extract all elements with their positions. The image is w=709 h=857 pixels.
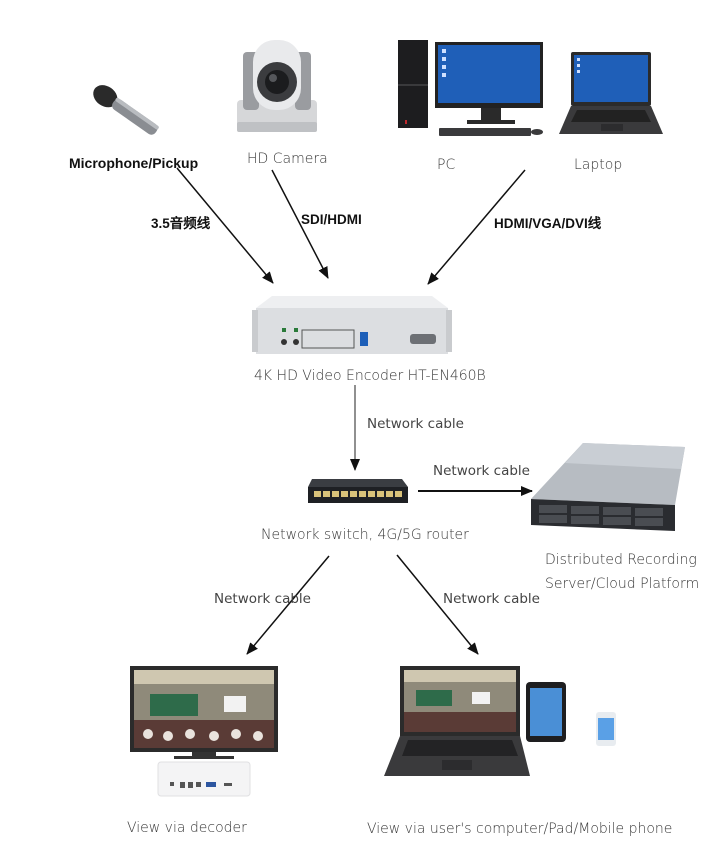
desktop-pc-icon	[398, 40, 543, 136]
edge-label-switch-user: Network cable	[443, 591, 540, 607]
edge-label-audio: 3.5音频线	[151, 216, 211, 231]
node-label-encoder: 4K HD Video Encoder HT-EN460B	[254, 368, 486, 384]
node-label-pc: PC	[437, 157, 456, 173]
node-label-laptop: Laptop	[574, 157, 623, 173]
edge-label-switch-decoder: Network cable	[214, 591, 311, 607]
edge-label-switch-server: Network cable	[433, 463, 530, 479]
node-label-microphone: Microphone/Pickup	[69, 155, 199, 171]
edge-label-encoder-switch: Network cable	[367, 416, 464, 432]
user-devices-icon	[384, 666, 616, 776]
ptz-camera-icon	[237, 40, 317, 132]
recording-server-icon	[531, 443, 685, 531]
microphone-icon	[93, 85, 159, 135]
laptop-icon	[559, 52, 663, 134]
video-encoder-icon	[252, 296, 452, 354]
network-switch-icon	[308, 479, 408, 503]
edge-label-sdi-hdmi: SDI/HDMI	[301, 212, 362, 227]
decoder-monitor-icon	[130, 666, 278, 797]
node-label-camera: HD Camera	[247, 151, 328, 167]
node-label-server-line2: Server/Cloud Platform	[545, 576, 700, 592]
node-label-user-view: View via user's computer/Pad/Mobile phon…	[367, 821, 673, 837]
edge-label-hdmi-vga-dvi: HDMI/VGA/DVI线	[494, 216, 602, 231]
node-label-switch: Network switch, 4G/5G router	[261, 527, 469, 543]
node-label-decoder-view: View via decoder	[127, 820, 247, 836]
node-label-server-line1: Distributed Recording	[545, 552, 697, 568]
